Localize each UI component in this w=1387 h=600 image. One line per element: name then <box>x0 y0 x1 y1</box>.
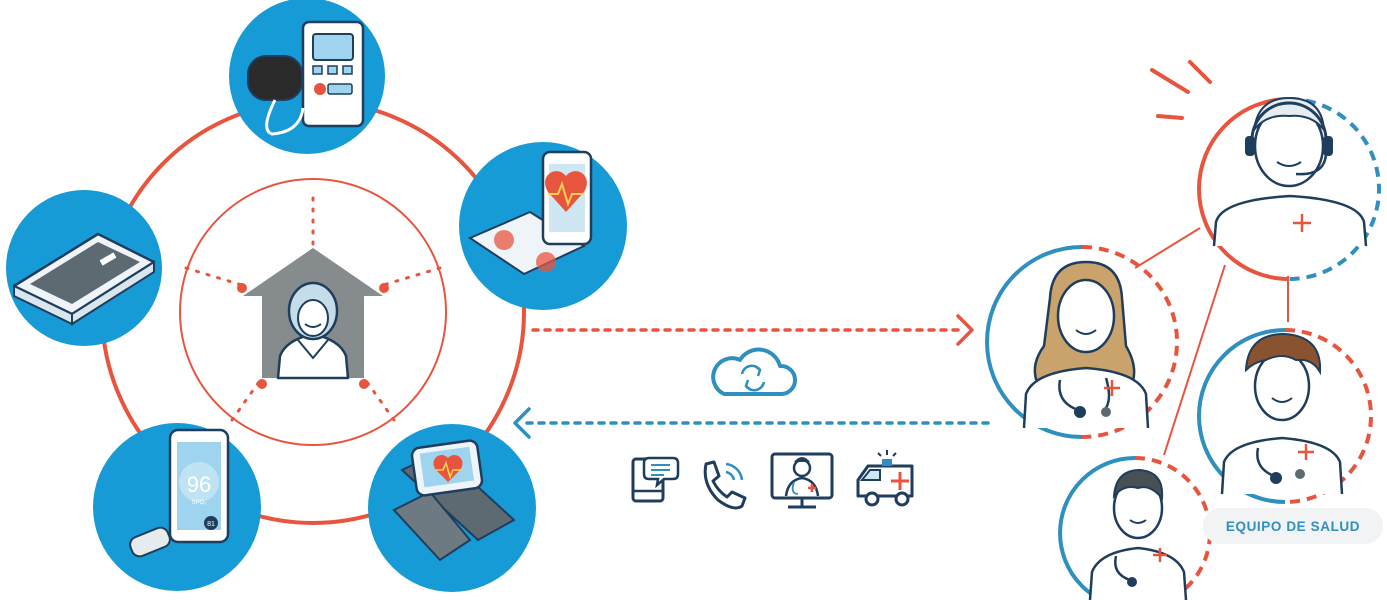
team-member-operator <box>1197 96 1381 281</box>
device-oximeter: 96 SPO₂ 81 <box>93 423 261 591</box>
oximeter-unit: SPO₂ <box>192 500 208 506</box>
arrow-to-patient <box>513 407 994 439</box>
telemedicine-monitor-icon <box>770 452 834 509</box>
spokes <box>184 196 442 422</box>
pulse-oximeter-icon: 96 SPO₂ 81 <box>129 428 230 558</box>
inner-home-ring <box>179 178 447 446</box>
home-patient <box>243 248 383 380</box>
team-links <box>1134 227 1289 456</box>
ambulance-icon <box>856 450 914 507</box>
team-label: EQUIPO DE SALUD <box>1203 508 1383 544</box>
phone-call-icon <box>703 460 747 510</box>
alert-rays <box>1150 60 1212 120</box>
smartwatch-icon <box>392 439 516 562</box>
heart-app-phone-icon <box>467 150 593 276</box>
device-scale <box>6 190 162 346</box>
team-member-doctor-male <box>1197 328 1373 504</box>
oximeter-reading: 96 <box>187 472 211 497</box>
team-member-doctor-bottom <box>1058 456 1212 600</box>
device-heart-phone <box>459 142 627 310</box>
scale-icon <box>12 232 156 326</box>
message-phone-icon <box>631 456 680 503</box>
blood-pressure-monitor-icon <box>247 20 365 136</box>
patient-avatar <box>276 281 350 380</box>
device-smartwatch <box>368 424 536 592</box>
oximeter-pulse: 81 <box>207 521 215 528</box>
device-blood-pressure <box>229 0 385 154</box>
arrow-to-team <box>531 314 974 346</box>
team-member-doctor-female <box>985 245 1179 439</box>
cloud-sync-icon <box>711 347 798 396</box>
